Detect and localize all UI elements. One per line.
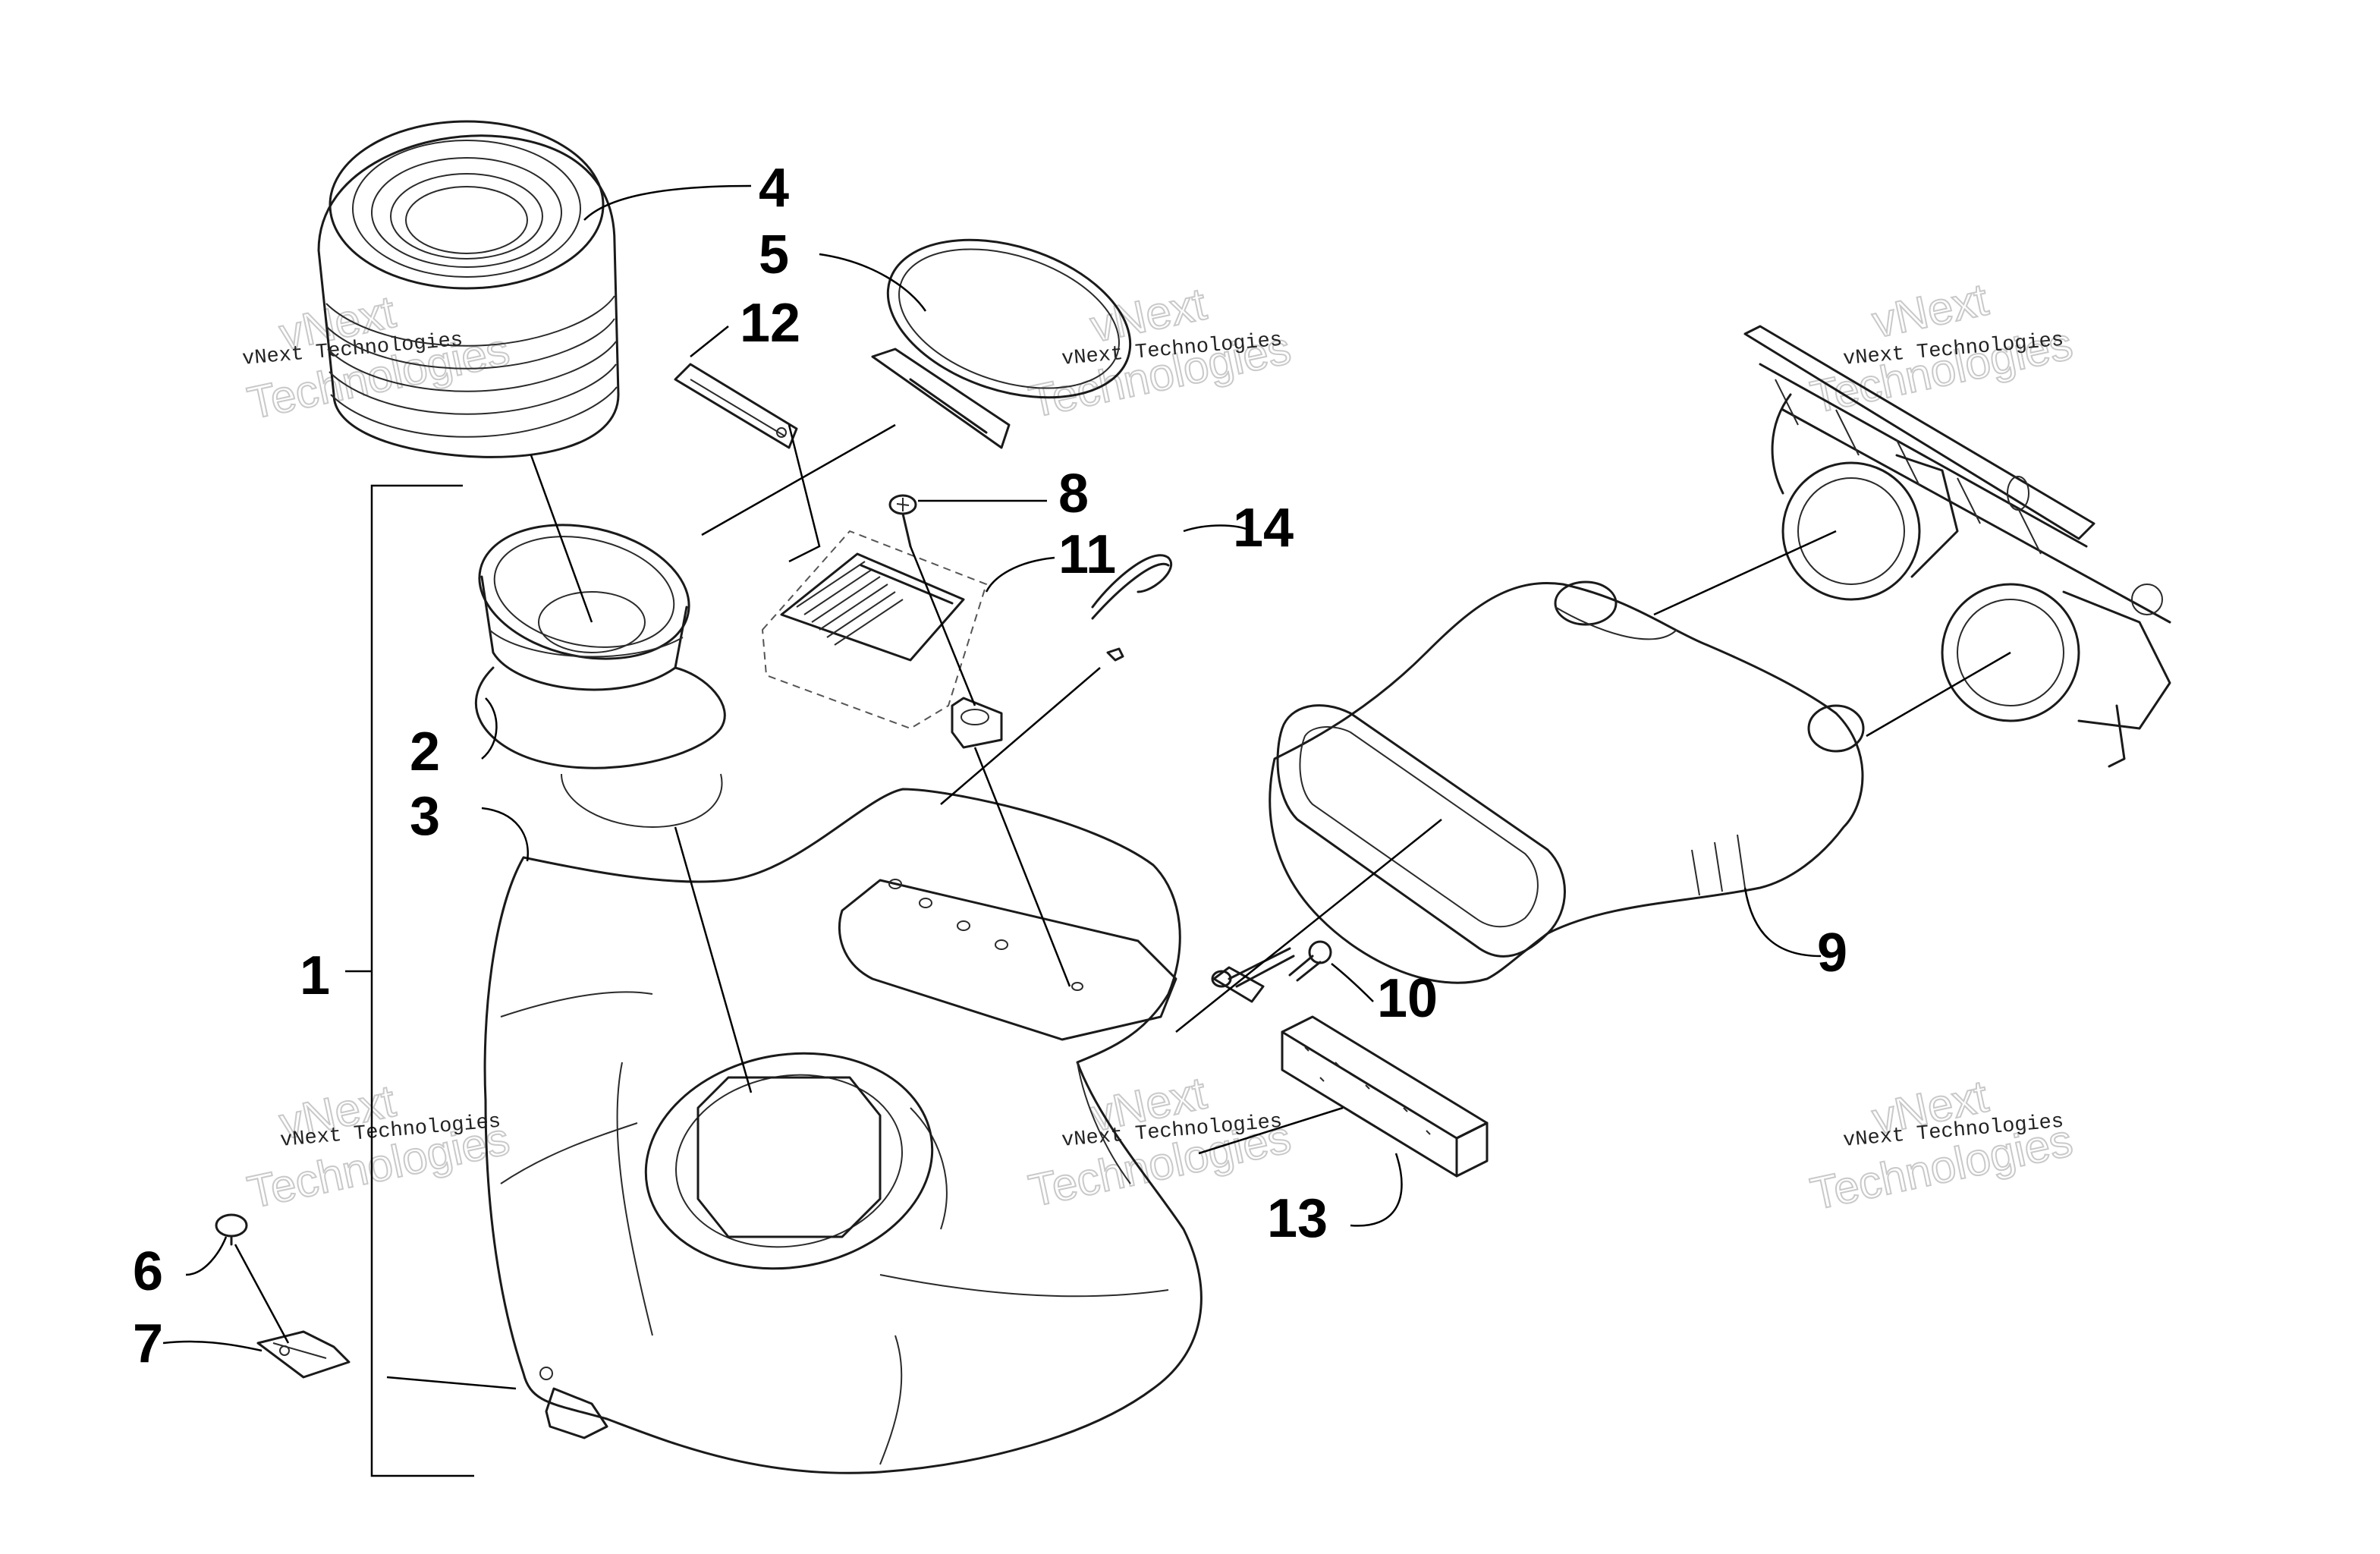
- callout-13: 13: [1267, 1188, 1328, 1249]
- bellows-boot-part: [317, 120, 620, 458]
- callout-12: 12: [740, 293, 800, 354]
- screw-part: [888, 494, 917, 548]
- callout-1: 1: [300, 945, 330, 1006]
- strap-part: [674, 363, 798, 449]
- fitting-part: [1211, 947, 1295, 1003]
- callout-4: 4: [759, 158, 789, 219]
- callout-11: 11: [1058, 524, 1116, 585]
- callout-2: 2: [410, 722, 440, 782]
- callout-3: 3: [410, 786, 440, 847]
- callout-8: 8: [1058, 464, 1089, 524]
- intake-adapter-part: [474, 524, 726, 829]
- callout-5: 5: [759, 225, 789, 285]
- callout-14: 14: [1233, 498, 1294, 558]
- callout-10: 10: [1377, 968, 1438, 1029]
- cable-tie-part: [1091, 554, 1173, 662]
- callout-6: 6: [133, 1241, 163, 1302]
- throttle-body-assembly: [1743, 325, 2171, 768]
- foam-block-part: [1281, 1015, 1489, 1178]
- bolt-part: [1288, 940, 1332, 982]
- air-duct-part: [1269, 580, 1865, 984]
- retainer-clip-part: [256, 1330, 351, 1379]
- callout-9: 9: [1817, 923, 1847, 983]
- leader-lines: [162, 184, 2011, 1477]
- callout-7: 7: [133, 1313, 163, 1374]
- grommet-part: [951, 697, 1003, 749]
- push-pin-part: [215, 1213, 248, 1246]
- warning-label-part: [761, 530, 988, 730]
- fuel-tank-part: [483, 788, 1203, 1474]
